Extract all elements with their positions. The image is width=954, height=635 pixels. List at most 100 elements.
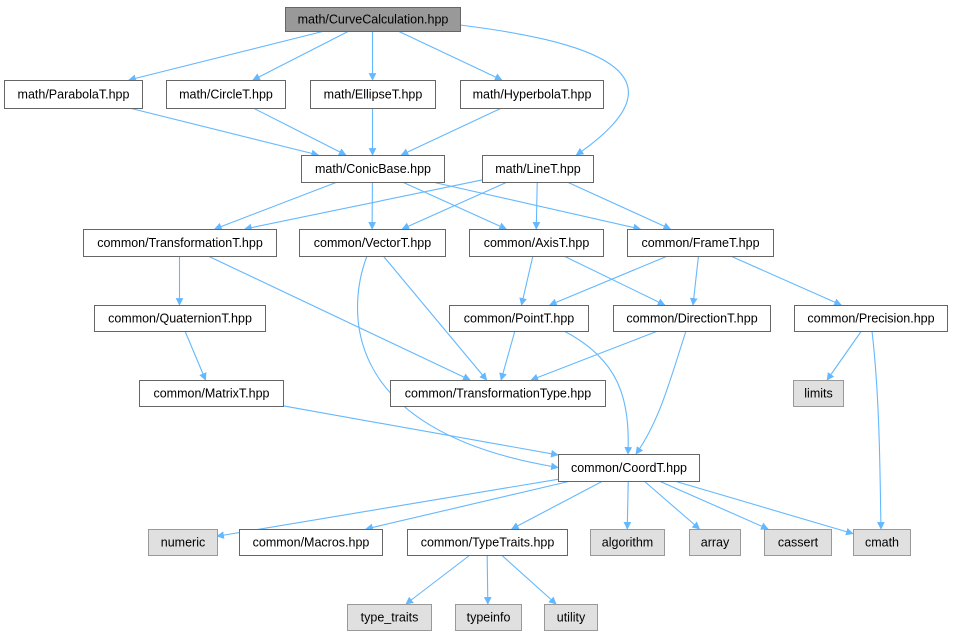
node-ellipse[interactable]: math/EllipseT.hpp	[310, 80, 436, 109]
edge-coord-to-numeric	[216, 478, 559, 539]
node-ttype[interactable]: common/TransformationType.hpp	[390, 380, 606, 407]
edge-hyperbola-to-conicbase	[400, 107, 502, 156]
node-matrix[interactable]: common/MatrixT.hpp	[139, 380, 284, 407]
node-line-box	[482, 155, 594, 183]
node-array-box	[689, 529, 741, 556]
node-vector[interactable]: common/VectorT.hpp	[299, 229, 446, 257]
node-curve-box	[285, 7, 461, 32]
node-type_traits-box	[347, 604, 432, 631]
node-curve[interactable]: math/CurveCalculation.hpp	[285, 7, 461, 32]
node-frame-label: common/FrameT.hpp	[641, 236, 759, 250]
edge-coord-to-typetraits	[511, 480, 604, 530]
node-typetraits-box	[407, 529, 568, 556]
node-typetraits[interactable]: common/TypeTraits.hpp	[407, 529, 568, 556]
node-typetraits-label: common/TypeTraits.hpp	[421, 536, 555, 550]
node-numeric-box	[148, 529, 218, 556]
node-direction-box	[613, 305, 771, 332]
edge-typetraits-to-type_traits	[405, 554, 471, 605]
node-limits[interactable]: limits	[793, 380, 844, 407]
edge-typetraits-to-utility	[501, 554, 557, 605]
node-axis-box	[469, 229, 604, 257]
node-typeinfo-label: typeinfo	[467, 611, 511, 625]
node-matrix-box	[139, 380, 284, 407]
edge-curve-to-circle	[252, 30, 350, 81]
node-numeric[interactable]: numeric	[148, 529, 218, 556]
node-typeinfo[interactable]: typeinfo	[455, 604, 522, 631]
node-transform-box	[83, 229, 277, 257]
node-vector-box	[299, 229, 446, 257]
node-algorithm-label: algorithm	[602, 536, 653, 550]
node-circle-box	[166, 80, 286, 109]
node-cmath[interactable]: cmath	[853, 529, 911, 556]
node-typeinfo-box	[455, 604, 522, 631]
edge-conicbase-to-transform	[213, 181, 338, 231]
node-transform-label: common/TransformationT.hpp	[97, 236, 263, 250]
node-coord[interactable]: common/CoordT.hpp	[558, 454, 700, 482]
node-transform[interactable]: common/TransformationT.hpp	[83, 229, 277, 257]
node-circle-label: math/CircleT.hpp	[179, 88, 273, 102]
node-macros-box	[239, 529, 383, 556]
node-conicbase-label: math/ConicBase.hpp	[315, 162, 431, 176]
node-ttype-label: common/TransformationType.hpp	[405, 387, 591, 401]
node-cmath-box	[853, 529, 911, 556]
node-utility[interactable]: utility	[544, 604, 598, 631]
node-quaternion[interactable]: common/QuaternionT.hpp	[94, 305, 266, 332]
edge-curve-to-line	[459, 24, 629, 156]
node-array[interactable]: array	[689, 529, 741, 556]
node-cassert-box	[764, 529, 832, 556]
node-point-box	[449, 305, 589, 332]
node-line-label: math/LineT.hpp	[495, 162, 581, 176]
node-cassert[interactable]: cassert	[764, 529, 832, 556]
node-matrix-label: common/MatrixT.hpp	[153, 387, 269, 401]
node-algorithm-box	[590, 529, 665, 556]
node-utility-box	[544, 604, 598, 631]
edge-coord-to-macros	[365, 480, 572, 532]
dependency-nodes: math/CurveCalculation.hpp math/ParabolaT.…	[4, 7, 948, 631]
edge-quaternion-to-matrix	[184, 330, 207, 381]
node-limits-label: limits	[804, 387, 832, 401]
edge-parabola-to-conicbase	[129, 107, 319, 158]
node-coord-label: common/CoordT.hpp	[571, 461, 687, 475]
edge-frame-to-direction	[689, 255, 700, 306]
node-axis[interactable]: common/AxisT.hpp	[469, 229, 604, 257]
node-precision[interactable]: common/Precision.hpp	[794, 305, 948, 332]
edge-coord-to-algorithm	[623, 480, 632, 530]
edge-typetraits-to-typeinfo	[483, 554, 492, 605]
node-type_traits[interactable]: type_traits	[347, 604, 432, 631]
edge-line-to-vector	[401, 181, 508, 230]
node-parabola-box	[4, 80, 143, 109]
edge-circle-to-conicbase	[252, 107, 347, 156]
edge-direction-to-ttype	[530, 330, 659, 382]
node-point[interactable]: common/PointT.hpp	[449, 305, 589, 332]
node-numeric-label: numeric	[161, 536, 205, 550]
node-macros[interactable]: common/Macros.hpp	[239, 529, 383, 556]
edge-vector-to-ttype	[382, 255, 488, 381]
node-hyperbola-label: math/HyperbolaT.hpp	[473, 88, 592, 102]
node-parabola[interactable]: math/ParabolaT.hpp	[4, 80, 143, 109]
node-coord-box	[558, 454, 700, 482]
node-direction-label: common/DirectionT.hpp	[626, 312, 757, 326]
node-algorithm[interactable]: algorithm	[590, 529, 665, 556]
node-frame[interactable]: common/FrameT.hpp	[627, 229, 774, 257]
edge-point-to-ttype	[499, 330, 516, 381]
node-cassert-label: cassert	[778, 536, 819, 550]
edge-axis-to-point	[519, 255, 534, 306]
node-vector-label: common/VectorT.hpp	[314, 236, 431, 250]
node-array-label: array	[701, 536, 730, 550]
node-cmath-label: cmath	[865, 536, 899, 550]
node-conicbase-box	[301, 155, 445, 183]
node-circle[interactable]: math/CircleT.hpp	[166, 80, 286, 109]
edge-frame-to-precision	[730, 255, 842, 306]
node-line[interactable]: math/LineT.hpp	[482, 155, 594, 183]
node-point-label: common/PointT.hpp	[464, 312, 575, 326]
node-ttype-box	[390, 380, 606, 407]
edge-line-to-frame	[566, 181, 672, 230]
node-type_traits-label: type_traits	[361, 611, 419, 625]
edge-precision-to-cmath	[871, 330, 885, 530]
node-direction[interactable]: common/DirectionT.hpp	[613, 305, 771, 332]
edge-line-to-transform	[244, 179, 483, 232]
node-hyperbola[interactable]: math/HyperbolaT.hpp	[460, 80, 604, 109]
node-conicbase[interactable]: math/ConicBase.hpp	[301, 155, 445, 183]
edge-curve-to-parabola	[128, 30, 325, 83]
